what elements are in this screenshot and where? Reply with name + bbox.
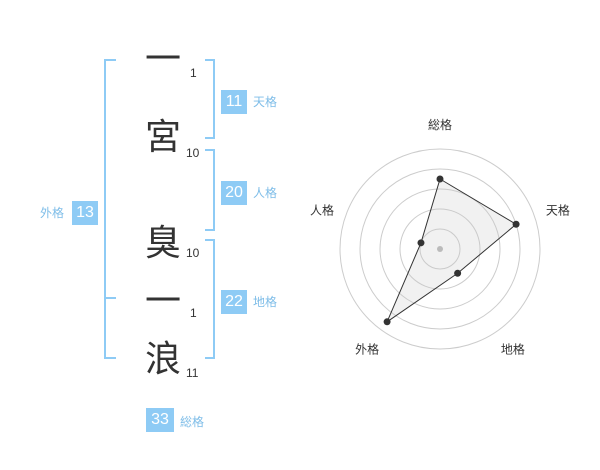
radar-point-1: [436, 175, 444, 183]
gaikaku-bracket: [104, 59, 116, 359]
stroke-count-5: 11: [186, 366, 199, 380]
name-char-2: 宮: [144, 117, 181, 158]
stroke-count-2: 10: [186, 146, 200, 160]
radar-point-3: [454, 269, 462, 277]
chikaku-bracket: [205, 239, 215, 359]
chikaku-label: 地格: [253, 295, 278, 309]
radar-label-5: 人格: [310, 203, 334, 218]
radar-ring-4: [399, 208, 481, 290]
radar-ring-3: [379, 188, 501, 310]
radar-ring-1: [339, 148, 541, 350]
radar-center: [437, 246, 443, 252]
chikaku-badge: 22: [221, 290, 247, 314]
radar-ring-5: [419, 228, 461, 270]
jinkaku-badge: 20: [221, 181, 247, 205]
radar-label-2: 天格: [546, 203, 570, 218]
jinkaku-bracket: [205, 149, 215, 231]
soukaku-label: 総格: [180, 415, 205, 429]
gaikaku-label: 外格: [40, 206, 65, 220]
radar-label-4: 外格: [355, 341, 379, 356]
gaikaku-badge: 13: [72, 201, 98, 225]
tenkaku-bracket: [205, 59, 215, 139]
radar-ring-2: [359, 168, 521, 330]
tenkaku-badge: 11: [221, 90, 247, 114]
radar-point-4: [383, 318, 391, 326]
tenkaku-label: 天格: [253, 95, 278, 109]
radar-label-1: 総格: [428, 117, 452, 132]
radar-polygon: [385, 178, 517, 324]
radar-point-2: [512, 220, 520, 228]
jinkaku-label: 人格: [253, 186, 278, 200]
name-char-1: 一: [144, 39, 181, 80]
radar-label-3: 地格: [501, 341, 525, 356]
name-char-5: 浪: [144, 339, 181, 380]
stroke-count-3: 10: [186, 246, 200, 260]
stroke-count-1: 1: [190, 66, 197, 80]
name-char-3: 臭: [144, 223, 181, 264]
soukaku-badge: 33: [146, 408, 174, 432]
radar-point-5: [417, 239, 425, 247]
name-char-4: 一: [144, 281, 181, 322]
stroke-count-4: 1: [190, 306, 197, 320]
